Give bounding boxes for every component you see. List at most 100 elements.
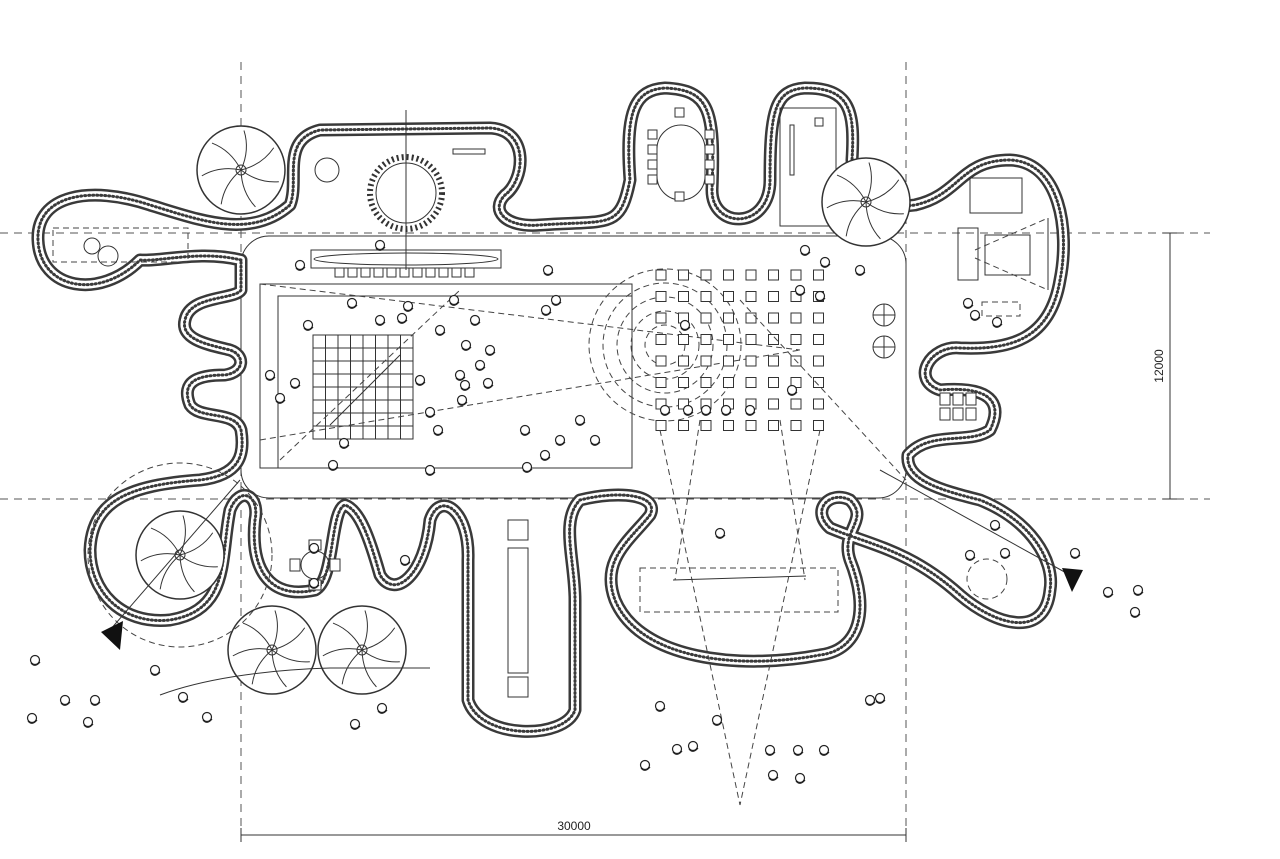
meeting-chair [674,107,685,118]
person-figure-icon [59,694,71,706]
stage-block [779,107,837,227]
person-figure-icon [1069,547,1081,559]
seat [790,269,802,281]
person-figure-icon [720,404,732,416]
seat [723,269,734,281]
grid-tile [312,360,326,375]
seat [678,334,689,345]
person-figure-icon [1132,584,1144,596]
grid-tile [387,347,401,362]
grid-tile [362,360,376,375]
person-figure-icon [794,284,806,296]
person-figure-icon [819,256,831,268]
person-figure-icon [814,290,826,302]
seat [678,269,689,281]
person-figure-icon [682,404,694,416]
person-figure-icon [550,294,562,306]
person-figure-icon [540,304,552,316]
grid-tile [312,399,326,414]
person-figure-icon [308,577,320,589]
seat [768,334,779,345]
meeting-chair [647,129,658,140]
cabin-seat [952,407,964,421]
grid-tile [362,347,376,362]
grid-tile [350,360,364,375]
seat [700,334,712,345]
grid-tile [337,347,351,362]
grid-tile [362,334,376,349]
grid-tile [375,373,389,388]
long-bench [507,519,529,698]
seat [768,269,779,281]
person-figure-icon [338,437,350,449]
person-figure-icon [459,379,471,391]
person-figure-icon [874,692,886,704]
round-stool [314,157,340,183]
person-figure-icon [89,694,101,706]
grid-tile [400,360,414,375]
bench-seat [334,267,345,278]
grid-tile [350,412,364,427]
seat [655,291,667,302]
cabin-seat [939,407,951,421]
person-figure-icon [454,369,466,381]
grid-tile [312,373,326,388]
tree-canopy-icon [135,510,225,600]
grid-tile [400,334,414,349]
person-figure-icon [374,239,386,251]
person-figure-icon [424,464,436,476]
grid-tile [350,425,364,440]
seat [813,355,824,367]
grid-tile [375,425,389,440]
person-figure-icon [574,414,586,426]
person-figure-icon [639,759,651,771]
seat [723,377,734,388]
person-figure-icon [82,716,94,728]
cabin-seat [952,392,964,406]
person-figure-icon [539,449,551,461]
grid-tile [350,334,364,349]
person-figure-icon [274,392,286,404]
seat-grid [655,269,824,431]
seat [768,420,779,431]
person-figure-icon [999,547,1011,559]
curved-path [159,667,430,696]
seat [655,334,667,345]
tree-canopy-icon [196,125,286,215]
person-figure-icon [177,691,189,703]
seat [768,398,779,410]
seat [813,334,824,345]
grid-tile [400,425,414,440]
person-figure-icon [864,694,876,706]
axis-lines [0,62,1210,845]
entrance-arrow-icon [101,621,123,650]
seat [700,291,712,302]
person-figure-icon [29,654,41,666]
seat [655,355,667,367]
grid-tile [325,360,339,375]
cabin-seat [965,392,977,406]
person-figure-icon [962,297,974,309]
seat [723,312,734,324]
person-figure-icon [679,319,691,331]
person-figure-icon [991,316,1003,328]
meeting-chair [647,174,658,185]
person-figure-icon [396,312,408,324]
seat [790,334,802,345]
grid-tile [387,386,401,401]
grid-tile [325,373,339,388]
person-figure-icon [149,664,161,676]
seat [655,420,667,431]
seat [655,312,667,324]
grid-tile [387,373,401,388]
person-figure-icon [201,711,213,723]
meeting-chair [704,174,715,185]
bench-seat [438,267,449,278]
seat [678,291,689,302]
grid-tile [387,399,401,414]
seat [655,377,667,388]
meeting-chair [704,159,715,170]
person-figure-icon [687,740,699,752]
tree-clearance-circle [87,462,273,648]
